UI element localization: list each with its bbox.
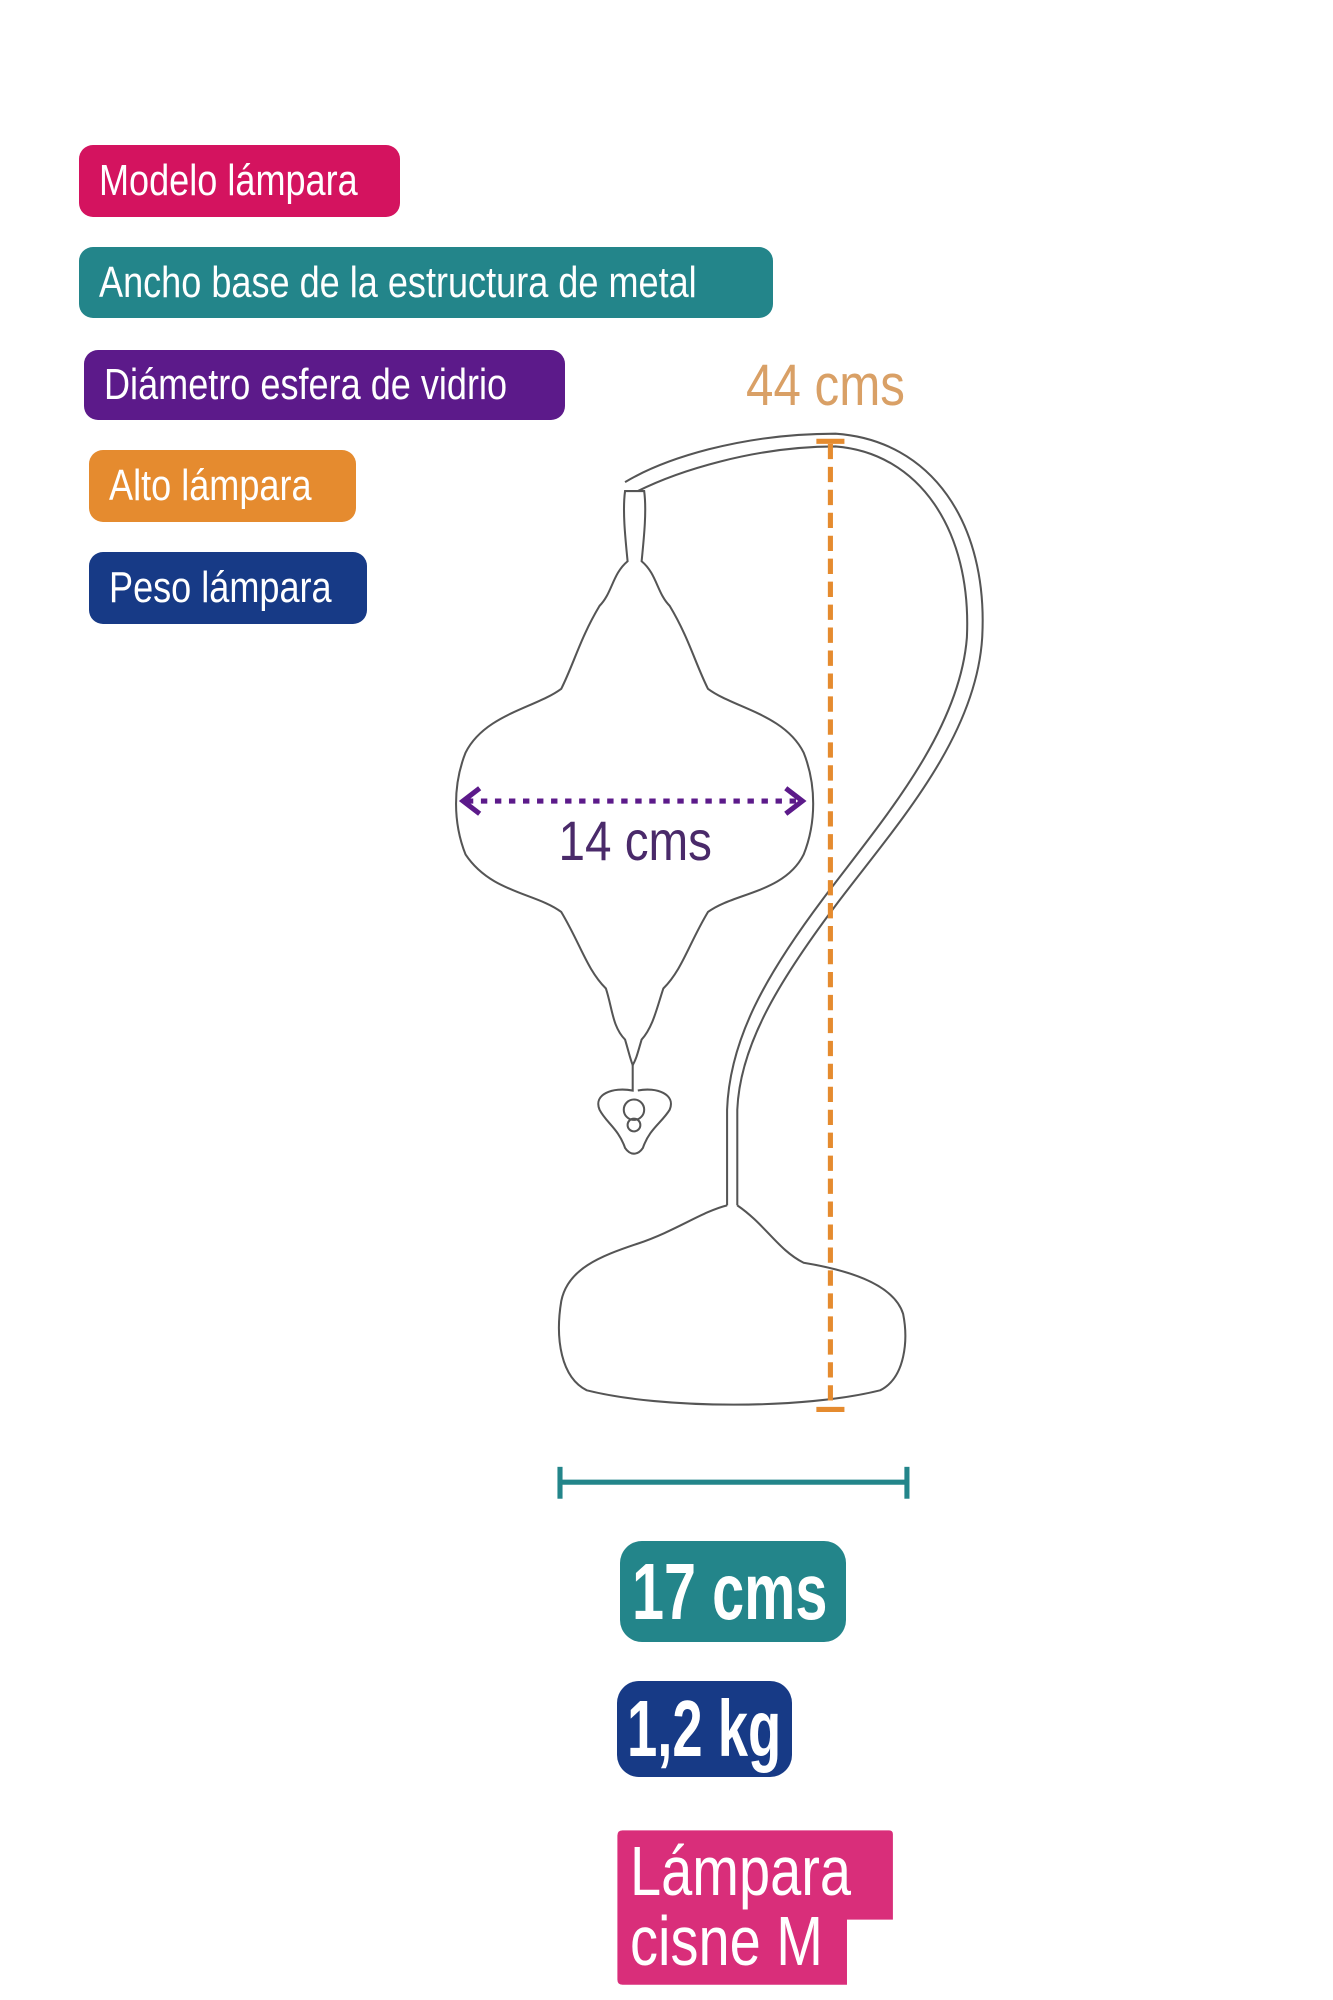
height-dimension-line [816, 438, 845, 1412]
model-tag-shape [617, 1830, 893, 1985]
finial [597, 1065, 672, 1155]
legend-model: Modelo lámpara [79, 145, 400, 217]
legend-weight: Peso lámpara [89, 552, 367, 624]
legend-base-width: Ancho base de la estructura de metal [79, 247, 773, 318]
diameter-value: 14 cms [530, 808, 740, 873]
legend-weight-label: Peso lámpara [109, 563, 332, 612]
base-width-value: 17 cms [632, 1546, 828, 1636]
lamp-arm-inner [637, 445, 969, 1206]
base-width-badge: 17 cms [620, 1541, 846, 1642]
legend-model-label: Modelo lámpara [99, 156, 358, 205]
legend-height: Alto lámpara [89, 450, 356, 522]
diameter-dimension-arrow [458, 786, 807, 816]
glass-sphere [455, 490, 815, 1068]
lamp-outline [455, 432, 984, 1406]
legend-base-width-label: Ancho base de la estructura de metal [99, 257, 697, 307]
model-line-2: cisne M [630, 1902, 823, 1980]
weight-value: 1,2 kg [627, 1684, 782, 1773]
model-tag: Lámpara cisne M [630, 1836, 906, 1976]
weight-badge: 1,2 kg [617, 1681, 792, 1777]
lamp-base [558, 1204, 907, 1406]
diameter-value-text: 14 cms [558, 809, 712, 872]
legend-height-label: Alto lámpara [109, 461, 312, 510]
model-line-1: Lámpara [630, 1832, 852, 1910]
lamp-arm [624, 432, 984, 1206]
base-width-dimension-line [557, 1466, 910, 1499]
height-value-text: 44 cms [745, 353, 905, 418]
legend-diameter: Diámetro esfera de vidrio [84, 350, 565, 420]
height-value: 44 cms [730, 352, 920, 419]
legend-diameter-label: Diámetro esfera de vidrio [104, 360, 508, 409]
